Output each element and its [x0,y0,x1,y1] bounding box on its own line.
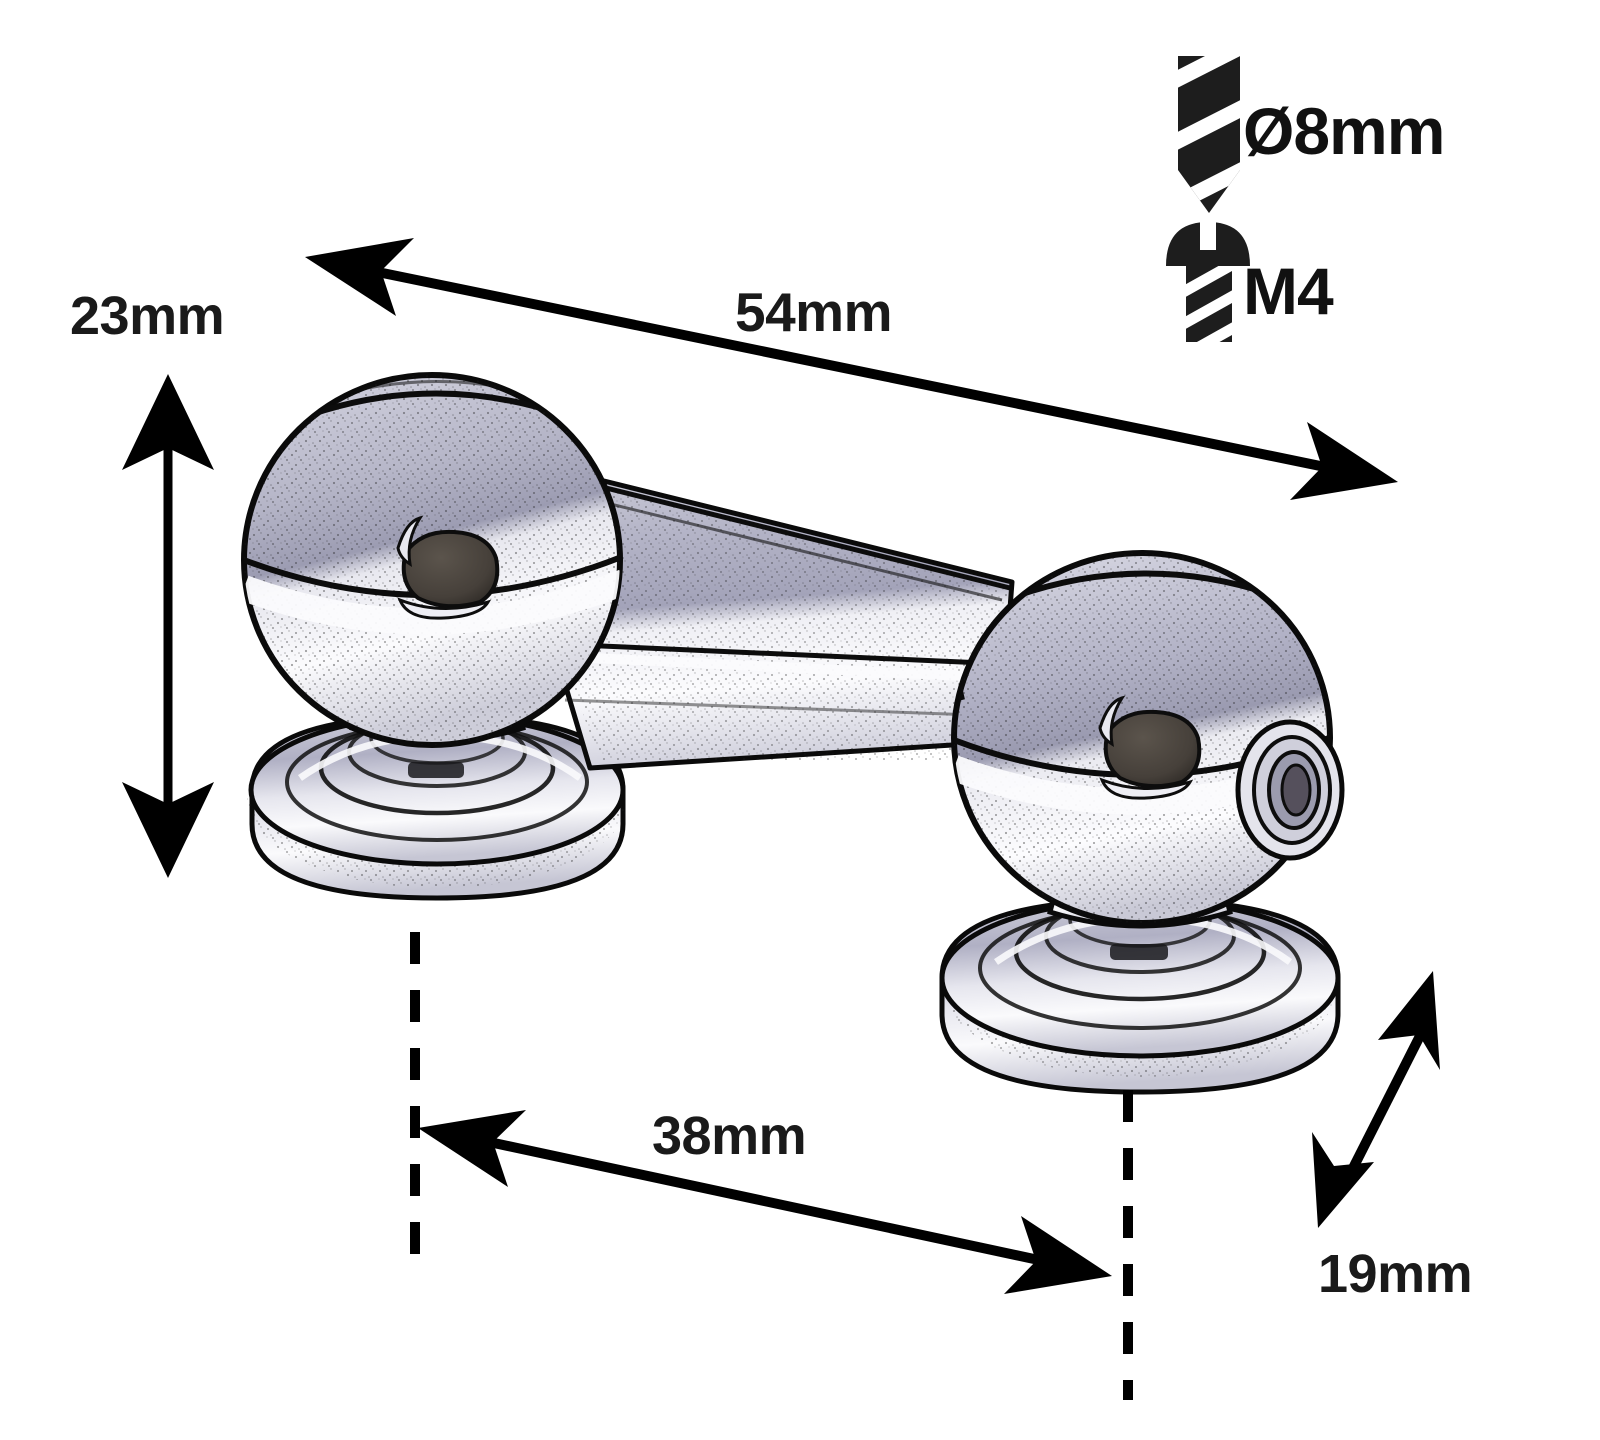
dimension-label-centres: 38mm [652,1106,807,1166]
left-mounting-base [247,711,627,901]
right-grub-screw-socket [1098,695,1202,800]
dimension-label-base-diameter: 19mm [1318,1244,1473,1304]
m4-threaded-hole [1235,719,1345,861]
drill-bit-icon [1178,56,1240,213]
screw-icon [1166,220,1250,342]
right-mounting-base [939,892,1341,1095]
connecting-bar [537,477,1015,771]
dimension-label-height: 23mm [70,286,225,346]
dimension-arrow-height [122,374,214,878]
dimension-arrow-overall-length [305,238,1398,500]
dimension-arrow-base-diameter [1312,971,1440,1228]
dimension-label-overall-length: 54mm [735,281,892,343]
spec-label-drill: Ø8mm [1243,94,1445,168]
dimension-arrow-centres [418,1110,1112,1294]
left-grub-screw-socket [396,515,500,620]
spec-label-screw: M4 [1243,254,1334,328]
